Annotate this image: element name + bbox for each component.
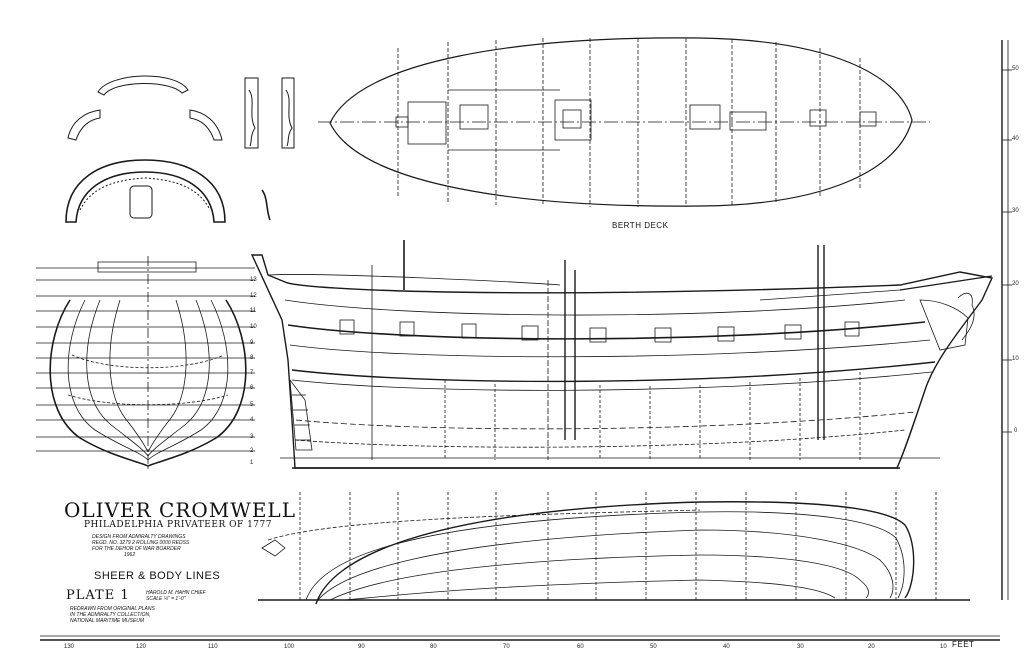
ship-title: OLIVER CROMWELL [64,498,296,522]
drawing-type: SHEER & BODY LINES [94,570,221,582]
drafter-credit: HAROLD M. HAHN CHIEF SCALE ¼" = 1'-0" [146,590,206,602]
scale-tick: 20 [1012,281,1019,287]
berth-deck-label: BERTH DECK [612,221,669,230]
waterline-number: 11 [250,308,257,314]
plate-number: PLATE 1 [66,588,130,603]
scale-tick: 80 [430,644,437,650]
scale-tick: 30 [797,644,804,650]
scale-tick: 120 [136,644,147,650]
scale-tick: 10 [940,644,947,650]
scale-tick: 10 [1012,356,1019,362]
scale-tick: 90 [358,644,365,650]
right-scale [1001,40,1012,600]
scale-tick: 110 [208,644,218,650]
half-breadth-plan [258,492,970,605]
stern-carvings [65,75,295,223]
body-plan [36,256,255,470]
scale-tick: 40 [723,644,730,650]
waterline-number: 12 [250,293,257,299]
scale-tick: 50 [1012,66,1019,72]
design-note: DESIGN FROM ADMIRALTY DRAWINGS REGD. NO.… [92,534,190,558]
scale-tick: 0 [1014,428,1018,434]
scale-tick: 70 [503,644,510,650]
waterline-number: 4 [250,417,254,423]
scale-tick: 40 [1012,136,1019,142]
scale-tick: 50 [650,644,657,650]
scale-tick: 60 [577,644,584,650]
scale-tick: 30 [1012,208,1019,214]
waterline-number: 2 [250,448,254,454]
scale-tick: 130 [64,644,75,650]
waterline-number: 3 [250,434,254,440]
scale-tick: 20 [868,644,875,650]
waterline-number: 7 [250,370,254,376]
waterline-number: 10 [250,324,257,330]
ship-subtitle: PHILADELPHIA PRIVATEER OF 1777 [84,520,272,530]
sheer-plan [250,240,994,469]
source-note: REDRAWN FROM ORIGINAL PLANS IN THE ADMIR… [70,606,155,624]
waterline-number: 13 [250,277,257,283]
waterline-number: 5 [250,402,254,408]
waterline-number: 6 [250,385,254,391]
berth-deck-plan [318,37,930,207]
waterline-number: 9 [250,340,254,346]
waterline-number: 8 [250,355,254,361]
bottom-scale [40,635,1000,641]
scale-unit-label: FEET [952,640,975,649]
scale-tick: 100 [284,644,295,650]
waterline-number: 1 [250,460,254,466]
